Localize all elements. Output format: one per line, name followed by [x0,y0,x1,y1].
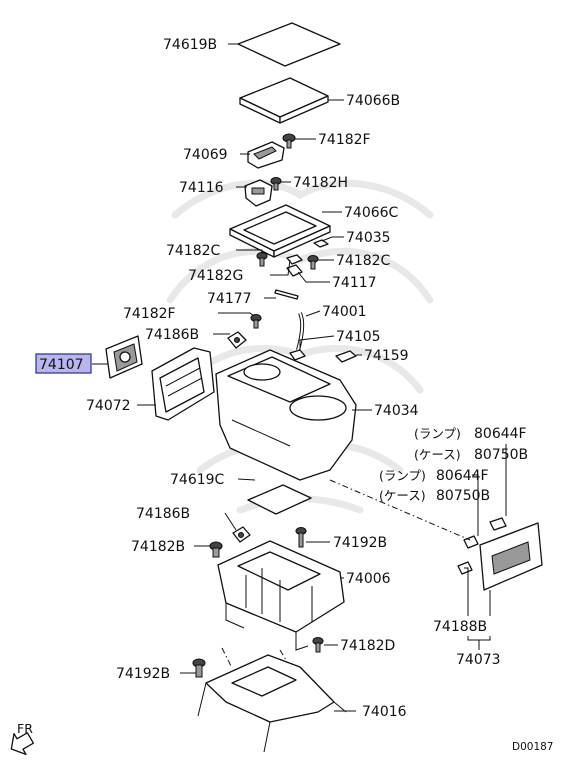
part-74035-pad[interactable] [313,239,329,248]
label-74619c[interactable]: 74619C [170,472,225,488]
part-80750b-case-upper[interactable] [463,535,479,549]
part-74105-cap[interactable] [289,349,306,361]
label-74105[interactable]: 74105 [336,329,381,345]
label-74107-highlighted[interactable]: 74107 [39,357,84,373]
label-74069[interactable]: 74069 [183,147,228,163]
part-74182f-screw-lower[interactable] [250,313,262,329]
label-74192b-upper[interactable]: 74192B [333,535,387,551]
label-80644f-1[interactable]: 80644F [474,426,527,442]
part-74619c-mat[interactable] [247,484,312,515]
label-case-prefix-2: (ケース) [379,488,426,503]
part-74192b-bolt-lower[interactable] [192,658,206,678]
part-74072-side-cover[interactable] [151,347,215,421]
part-74001-cable[interactable] [296,312,305,351]
label-74066b[interactable]: 74066B [346,93,400,109]
front-direction-arrow-icon [10,732,35,756]
part-74159-plug[interactable] [335,350,357,363]
label-fr: FR [17,721,33,736]
part-74069-hinge[interactable] [247,141,285,169]
part-74177-rod[interactable] [274,289,299,300]
label-74016[interactable]: 74016 [362,704,407,720]
label-74117[interactable]: 74117 [332,275,377,291]
part-74034-console-body[interactable] [215,349,357,481]
label-74001[interactable]: 74001 [322,304,367,320]
part-74116-latch[interactable] [244,179,273,207]
label-lamp-prefix-1: (ランプ) [414,426,461,441]
part-74192b-bolt-upper[interactable] [295,526,307,548]
part-74006-bracket[interactable] [217,540,345,651]
label-74072[interactable]: 74072 [86,398,131,414]
part-74182h-screw[interactable] [270,176,282,191]
label-74182c-left[interactable]: 74182C [166,243,221,259]
label-80750b-1[interactable]: 80750B [474,447,528,463]
label-74073[interactable]: 74073 [456,652,501,668]
label-74182g[interactable]: 74182G [188,268,243,284]
label-74186b-upper[interactable]: 74186B [145,327,199,343]
label-74182f-lower[interactable]: 74182F [123,306,176,322]
label-74619b[interactable]: 74619B [163,37,217,53]
part-74107-panel[interactable] [105,335,143,379]
part-74182d-bolt[interactable] [312,636,324,653]
part-74186b-clip-lower[interactable] [232,526,251,543]
label-74035[interactable]: 74035 [346,230,391,246]
part-74066c-frame[interactable] [229,204,331,258]
part-74117-bracket[interactable] [286,264,303,277]
label-74186b-lower[interactable]: 74186B [136,506,190,522]
assembly-line-rear [329,479,471,541]
label-74182h[interactable]: 74182H [293,175,348,191]
label-74159[interactable]: 74159 [364,348,409,364]
part-80644f-lamp-upper[interactable] [489,517,507,531]
label-74182b[interactable]: 74182B [131,539,185,555]
label-case-prefix-1: (ケース) [414,447,461,462]
diagram-code: D00187 [512,741,554,753]
label-lamp-prefix-2: (ランプ) [379,468,426,483]
label-74116[interactable]: 74116 [179,180,224,196]
part-74619b-mat[interactable] [237,22,341,67]
part-74182b-bolt[interactable] [209,541,223,558]
part-74186b-clip-upper[interactable] [227,331,247,349]
part-74073-rear-panel[interactable] [479,522,543,591]
label-74182d[interactable]: 74182D [340,638,395,654]
part-74066b-lid[interactable] [239,77,329,124]
part-74182c-screw-right[interactable] [307,254,319,270]
label-74182c-right[interactable]: 74182C [336,253,391,269]
label-74182f-upper[interactable]: 74182F [318,132,371,148]
assembly-line-base [221,647,287,669]
label-80750b-2[interactable]: 80750B [436,488,490,504]
label-74034[interactable]: 74034 [374,403,419,419]
label-74188b[interactable]: 74188B [433,619,487,635]
part-74182g-clip[interactable] [286,254,303,265]
leader-lines [92,43,507,712]
label-80644f-2[interactable]: 80644F [436,468,489,484]
label-74066c[interactable]: 74066C [344,205,399,221]
part-74016-base-bracket[interactable] [197,654,347,753]
highlight-74107 [35,353,92,374]
part-74182c-screw-left[interactable] [256,251,268,267]
label-74192b-lower[interactable]: 74192B [116,666,170,682]
part-74182f-screw-upper[interactable] [282,133,296,149]
label-74006[interactable]: 74006 [346,571,391,587]
label-74177[interactable]: 74177 [207,291,252,307]
